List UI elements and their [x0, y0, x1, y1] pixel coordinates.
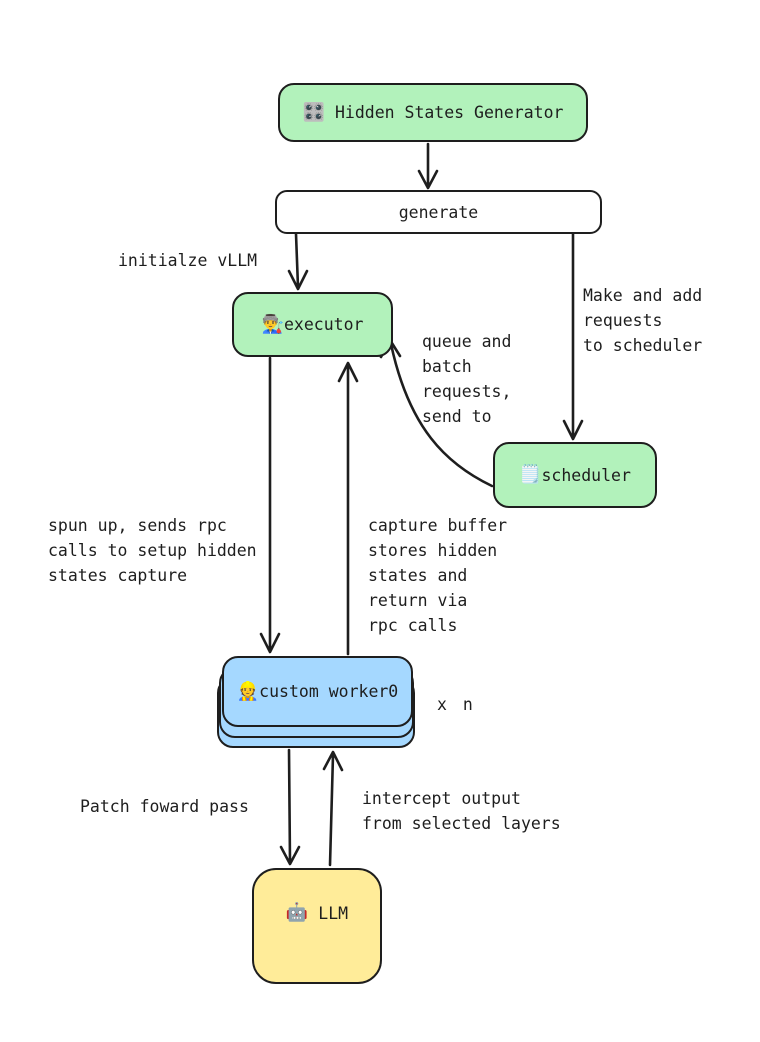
arrow-generate-to-executor: [287, 232, 309, 291]
node-scheduler: 🗒️ scheduler: [493, 442, 657, 508]
node-label: custom worker0: [259, 682, 399, 701]
factory-worker-icon: 👨‍🏭: [261, 313, 284, 335]
node-label: executor: [283, 315, 364, 334]
arrow-llm-to-worker: [322, 750, 344, 867]
control-knobs-icon: 🎛️: [302, 101, 325, 123]
worker-multiplier: x n: [437, 695, 476, 714]
robot-icon: 🤖: [285, 902, 309, 923]
label-initialize-vllm: initialze vLLM: [118, 251, 258, 270]
arrow-worker-to-llm: [279, 748, 301, 866]
node-generate: generate: [275, 190, 602, 234]
arrow-worker-to-executor: [337, 361, 359, 656]
arrow-generate-to-scheduler: [562, 232, 584, 441]
node-hidden-states-generator: 🎛️ Hidden States Generator: [278, 83, 588, 142]
label-intercept-output: intercept output from selected layers: [362, 789, 561, 833]
label-spun-up: spun up, sends rpc calls to setup hidden…: [48, 516, 257, 585]
notepad-icon: 🗒️: [519, 464, 542, 485]
label-patch-forward: Patch foward pass: [80, 797, 249, 816]
node-executor: 👨‍🏭 executor: [232, 292, 393, 357]
node-custom-worker: 👷 custom worker0: [222, 656, 413, 727]
node-label: scheduler: [541, 465, 631, 485]
label-make-requests: Make and add requests to scheduler: [583, 286, 703, 355]
node-label: LLM: [318, 903, 349, 923]
arrow-executor-to-worker: [259, 356, 281, 654]
node-label: Hidden States Generator: [334, 103, 564, 122]
arrow-generator-to-generate: [417, 142, 439, 190]
label-capture-buffer: capture buffer stores hidden states and …: [368, 516, 508, 635]
node-llm: 🤖 LLM: [252, 868, 382, 984]
label-queue-batch: queue and batch requests, send to: [422, 332, 512, 426]
construction-worker-icon: 👷: [236, 680, 260, 702]
node-label: generate: [398, 202, 479, 222]
